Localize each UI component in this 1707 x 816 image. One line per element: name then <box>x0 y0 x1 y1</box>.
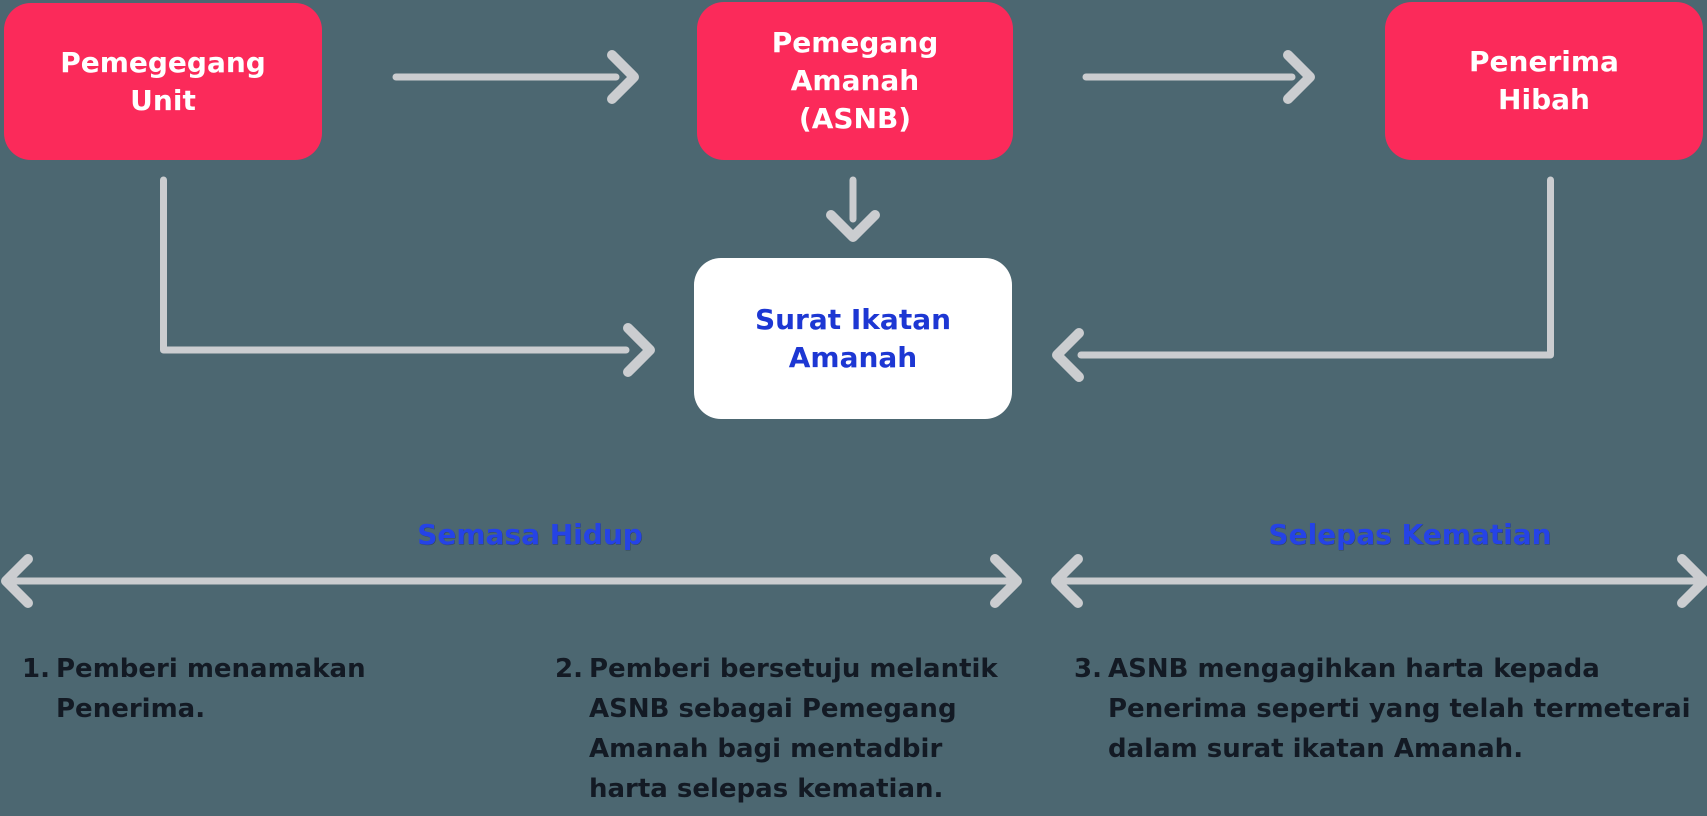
note-number: 1. <box>22 654 50 684</box>
phase-label-selepas-kematian: Selepas Kematian <box>1268 518 1552 551</box>
note-item-3: 3. ASNB mengagihkan harta kepada Penerim… <box>1074 649 1691 769</box>
note-text: ASNB mengagihkan harta kepada Penerima s… <box>1108 654 1691 764</box>
node-surat-ikatan-amanah: Surat Ikatan Amanah <box>694 258 1012 419</box>
node-pemegang-unit: Pemegegang Unit <box>4 3 322 160</box>
arrow-amanah-to-hibah <box>1082 50 1315 104</box>
phase-label-semasa-hidup: Semasa Hidup <box>417 518 643 551</box>
note-text: Pemberi menamakan Penerima. <box>56 654 366 724</box>
node-penerima-hibah: Penerima Hibah <box>1385 2 1703 160</box>
note-item-2: 2. Pemberi bersetuju melantik ASNB sebag… <box>555 649 998 809</box>
node-pemegang-amanah-asnb: Pemegang Amanah (ASNB) <box>697 2 1013 160</box>
timeline-arrow-selepas-kematian <box>1051 554 1707 608</box>
note-number: 2. <box>555 654 583 684</box>
timeline-arrow-semasa-hidup <box>1 554 1022 608</box>
arrow-hibah-to-surat <box>1052 176 1554 382</box>
note-number: 3. <box>1074 654 1102 684</box>
note-text: Pemberi bersetuju melantik ASNB sebagai … <box>589 654 998 804</box>
arrow-unit-to-amanah <box>392 50 639 104</box>
note-item-1: 1. Pemberi menamakan Penerima. <box>22 649 366 729</box>
arrow-amanah-to-surat <box>826 176 880 242</box>
arrow-unit-to-surat <box>160 176 655 377</box>
